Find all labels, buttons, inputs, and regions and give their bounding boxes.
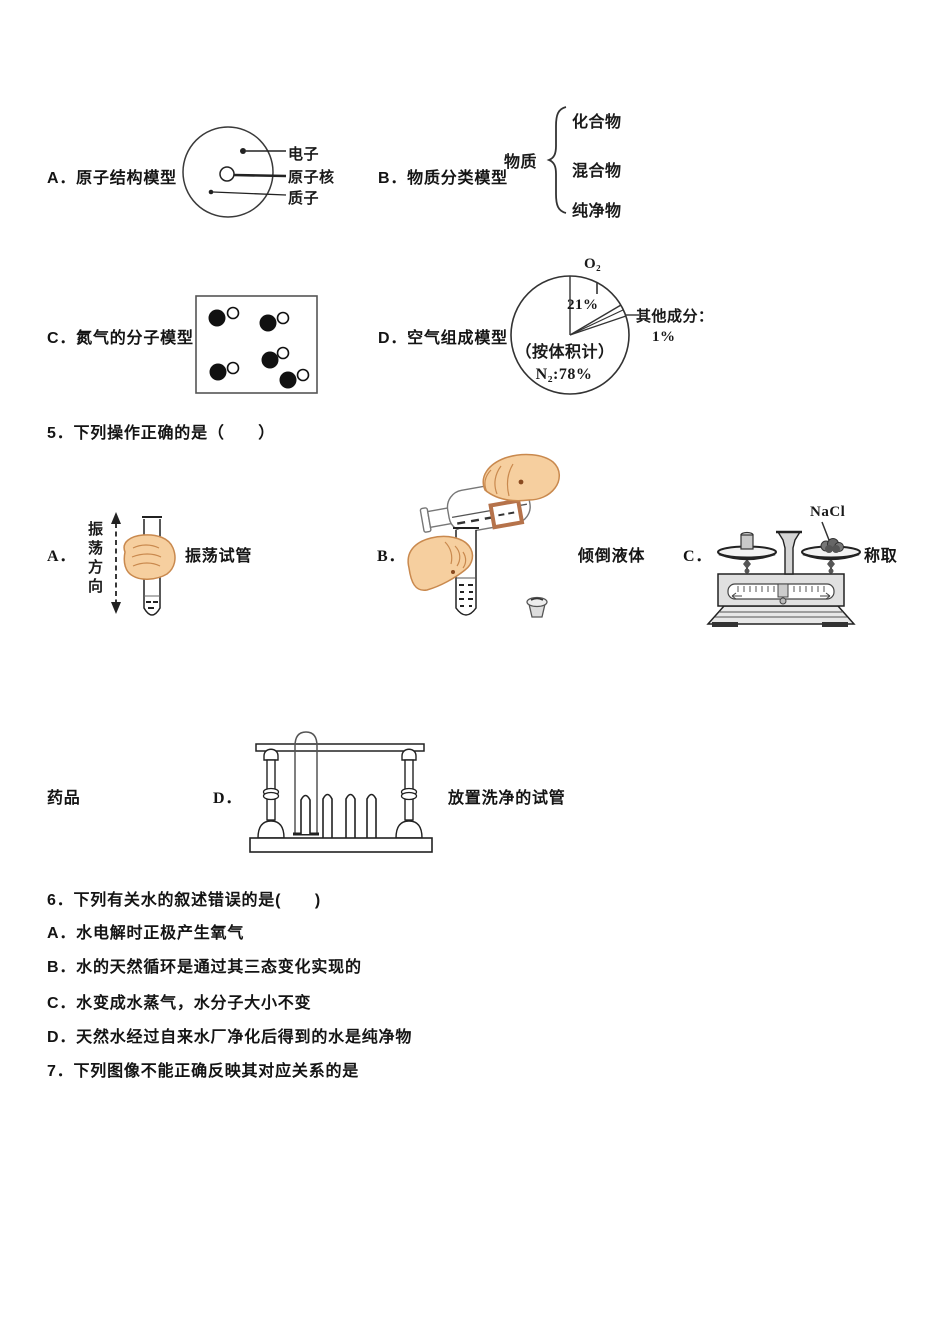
rack-base	[249, 837, 433, 853]
q6-option-a: A．水电解时正极产生氧气	[47, 925, 245, 942]
q5-d-caption: 放置洗净的试管	[448, 790, 566, 807]
q4-option-d-label: D．空气组成模型	[378, 330, 508, 347]
pie-label-other: 其他成分：	[636, 308, 714, 325]
q6-option-b: B．水的天然循环是通过其三态变化实现的	[47, 959, 362, 976]
atom-model-diagram	[182, 126, 287, 218]
branch-compound: 化合物	[572, 114, 622, 131]
q6-stem: 6．下列有关水的叙述错误的是( )	[47, 892, 321, 909]
hand	[123, 534, 176, 580]
pie-label-other-pct: 1%	[652, 329, 676, 345]
pie-label-o2-pct: 21%	[567, 297, 599, 313]
pie-label-o2: O₂	[584, 256, 602, 272]
nacl-pointer	[821, 521, 830, 541]
shake-direction-text: 振荡方向	[86, 521, 103, 597]
atom-label-proton: 质子	[288, 190, 320, 207]
test-tube-rack-illustration	[249, 731, 433, 853]
pie-label-n2: N₂:78%	[535, 366, 593, 383]
classification-root: 物质	[504, 154, 538, 171]
shake-tube-illustration	[111, 512, 176, 616]
balance-pillar	[776, 531, 802, 575]
rack-top-bar	[255, 743, 425, 752]
q5-c-caption-wrap: 药品	[47, 790, 81, 807]
molecule	[208, 306, 310, 389]
electron-dot	[240, 148, 246, 154]
q6-option-c: C．水变成水蒸气，水分子大小不变	[47, 995, 312, 1012]
balance-scale-illustration	[706, 521, 861, 627]
pouring-hand	[482, 453, 560, 502]
inverted-test-tube	[294, 731, 318, 834]
q5-b-caption: 倾倒液体	[578, 548, 646, 565]
bottle-label	[488, 498, 525, 530]
molecule-model-diagram	[195, 295, 318, 394]
q4-option-a-label: A．原子结构模型	[47, 170, 177, 187]
nucleus-circle	[219, 166, 235, 182]
reagent-bottle	[419, 481, 531, 533]
balance-base	[706, 605, 856, 625]
nacl-label: NaCl	[810, 504, 846, 520]
q5-c-letter: C．	[683, 548, 713, 565]
q6-option-d: D．天然水经过自来水厂净化后得到的水是纯净物	[47, 1029, 413, 1046]
pie-label-basis: （按体积计）	[515, 344, 615, 361]
weight	[740, 534, 754, 550]
branch-pure: 纯净物	[572, 203, 622, 220]
air-pie-chart	[510, 275, 639, 395]
branch-mixture: 混合物	[572, 163, 622, 180]
right-pan	[801, 521, 861, 574]
atom-label-electron: 电子	[288, 146, 320, 163]
rack-pegs	[300, 793, 377, 838]
proton-dot	[208, 189, 214, 195]
holding-hand	[407, 535, 474, 591]
rack-left-post	[257, 748, 285, 839]
q7-stem: 7．下列图像不能正确反映其对应关系的是	[47, 1063, 360, 1080]
stopper	[526, 596, 548, 618]
q5-stem: 5．下列操作正确的是（ ）	[47, 425, 276, 442]
q4-option-c-label: C．氮气的分子模型	[47, 330, 194, 347]
atom-label-nucleus: 原子核	[288, 169, 335, 186]
q5-a-caption: 振荡试管	[185, 548, 253, 565]
pour-liquid-illustration	[407, 453, 560, 618]
q5-b-letter: B．	[377, 548, 406, 565]
brace-icon	[546, 106, 567, 214]
q5-a-letter: A．	[47, 548, 77, 565]
q5-d-letter: D．	[213, 790, 243, 807]
rack-right-post	[395, 748, 423, 839]
q4-option-b-label: B．物质分类模型	[378, 170, 508, 187]
left-pan	[717, 531, 777, 574]
q5-c-caption: 称取	[864, 548, 898, 565]
nacl-pile	[820, 538, 844, 553]
